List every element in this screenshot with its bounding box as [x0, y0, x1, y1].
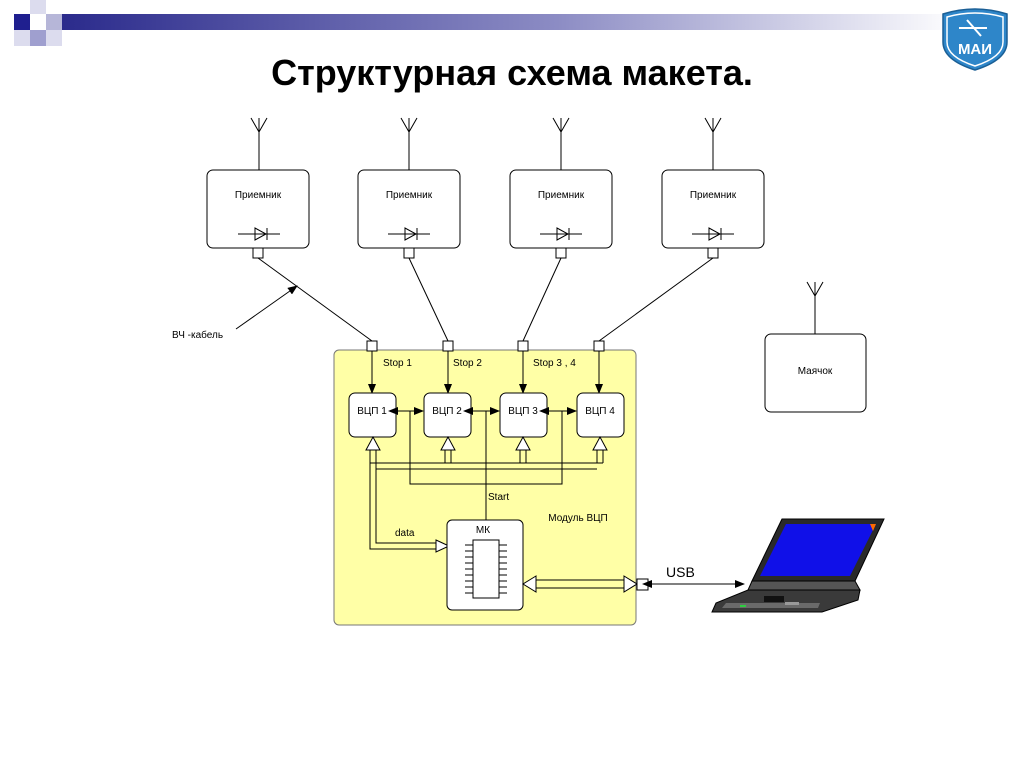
tdc-block: ВЦП 3: [499, 392, 548, 438]
diode-icon: [238, 227, 280, 241]
chip-icon: [465, 539, 507, 599]
mcu-label: МК: [476, 525, 490, 536]
tdc-label: ВЦП 2: [432, 406, 462, 417]
diode-icon: [692, 227, 734, 241]
tdc-label: ВЦП 3: [508, 406, 538, 417]
mai-logo: МАИ: [942, 8, 1008, 71]
receiver-label: Приемник: [235, 190, 282, 201]
connector-port: [555, 247, 567, 259]
cable-callout-arrow: [235, 285, 298, 330]
usb-label: USB: [666, 564, 695, 580]
diode-icon: [540, 227, 582, 241]
header-decoration: [14, 0, 962, 46]
cable-label: ВЧ -кабель: [172, 329, 223, 341]
beacon-block: Маячок: [764, 333, 867, 413]
connector-port: [517, 340, 529, 352]
beacon-label: Маячок: [798, 366, 833, 377]
tdc-block: ВЦП 2: [423, 392, 472, 438]
antenna-icon: [250, 117, 268, 170]
mai-logo-text: МАИ: [958, 41, 992, 58]
connector-port: [593, 340, 605, 352]
receiver-block: Приемник: [357, 169, 461, 259]
data-bus: [369, 448, 604, 550]
antenna-icon: [806, 281, 824, 334]
connector-port: [252, 247, 264, 259]
tdc-label: ВЦП 4: [585, 406, 615, 417]
usb-port: [636, 578, 649, 591]
module-label: Модуль ВЦП: [548, 513, 607, 524]
usb-bus-arrowheads: [522, 575, 638, 593]
stop-label: Stop 3 , 4: [533, 358, 576, 369]
tdc-block: ВЦП 1: [348, 392, 397, 438]
start-signal-lines: [409, 411, 563, 520]
receiver-block: Приемник: [206, 169, 310, 259]
laptop-icon: [711, 518, 885, 613]
receiver-label: Приемник: [386, 190, 433, 201]
data-bus-arrowheads: [365, 435, 608, 553]
stop-label: Stop 2: [453, 358, 482, 369]
start-label: Start: [488, 492, 509, 503]
stop-signal-lines: [368, 351, 603, 394]
receiver-block: Приемник: [509, 169, 613, 259]
antenna-icon: [704, 117, 722, 170]
connector-port: [366, 340, 378, 352]
connector-port: [442, 340, 454, 352]
connector-port: [707, 247, 719, 259]
antenna-icon: [400, 117, 418, 170]
hf-cable: [257, 257, 714, 342]
stop-label: Stop 1: [383, 358, 412, 369]
antenna-icon: [552, 117, 570, 170]
data-label: data: [395, 528, 415, 539]
receiver-label: Приемник: [690, 190, 737, 201]
mcu-block: МК: [446, 519, 524, 611]
receiver-label: Приемник: [538, 190, 585, 201]
connector-port: [403, 247, 415, 259]
receiver-block: Приемник: [661, 169, 765, 259]
tdc-block: ВЦП 4: [576, 392, 625, 438]
diode-icon: [388, 227, 430, 241]
slide-title: Структурная схема макета.: [271, 52, 753, 93]
usb-bus: [534, 579, 625, 589]
tdc-label: ВЦП 1: [357, 406, 387, 417]
